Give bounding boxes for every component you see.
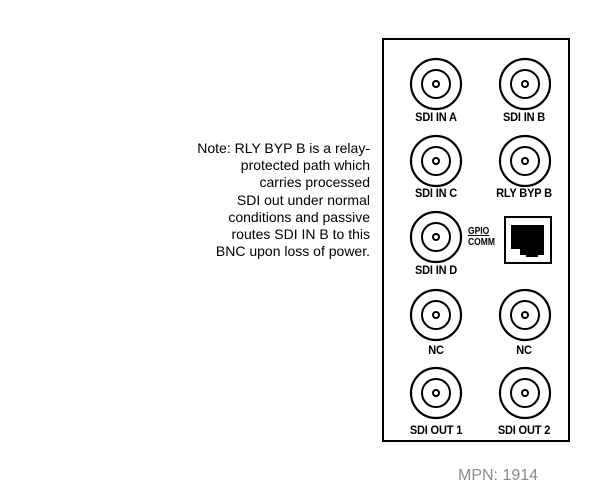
comm-label: COMM bbox=[468, 237, 495, 248]
sdi-out-1-label: SDI OUT 1 bbox=[409, 423, 463, 437]
gpio-label: GPIO bbox=[468, 226, 490, 237]
sdi-in-b-label: SDI IN B bbox=[502, 110, 546, 124]
sdi-out-2-label: SDI OUT 2 bbox=[497, 423, 551, 437]
bnc-connector-icon bbox=[409, 210, 463, 264]
nc-left-label: NC bbox=[428, 343, 444, 357]
rear-module-panel: SDI IN A SDI IN B SDI IN C RLY BYP B SDI… bbox=[382, 38, 570, 442]
bnc-connector-icon bbox=[498, 366, 552, 420]
sdi-in-c-label: SDI IN C bbox=[414, 186, 458, 200]
bnc-connector-icon bbox=[498, 288, 552, 342]
bnc-connector-icon bbox=[409, 366, 463, 420]
mpn-label: MPN: 1914 bbox=[458, 467, 539, 484]
relay-bypass-note: Note: RLY BYP B is a relay- protected pa… bbox=[197, 140, 370, 260]
sdi-in-a-label: SDI IN A bbox=[415, 110, 457, 124]
bnc-connector-icon bbox=[498, 134, 552, 188]
rj45-port-icon bbox=[504, 216, 552, 269]
bnc-connector-icon bbox=[409, 288, 463, 342]
bnc-connector-icon bbox=[498, 57, 552, 111]
nc-right-label: NC bbox=[516, 343, 532, 357]
bnc-connector-icon bbox=[409, 57, 463, 111]
gpio-comm-label: GPIO COMM bbox=[468, 226, 495, 248]
bnc-connector-icon bbox=[409, 134, 463, 188]
sdi-in-d-label: SDI IN D bbox=[414, 263, 458, 277]
rly-byp-b-label: RLY BYP B bbox=[496, 186, 552, 200]
